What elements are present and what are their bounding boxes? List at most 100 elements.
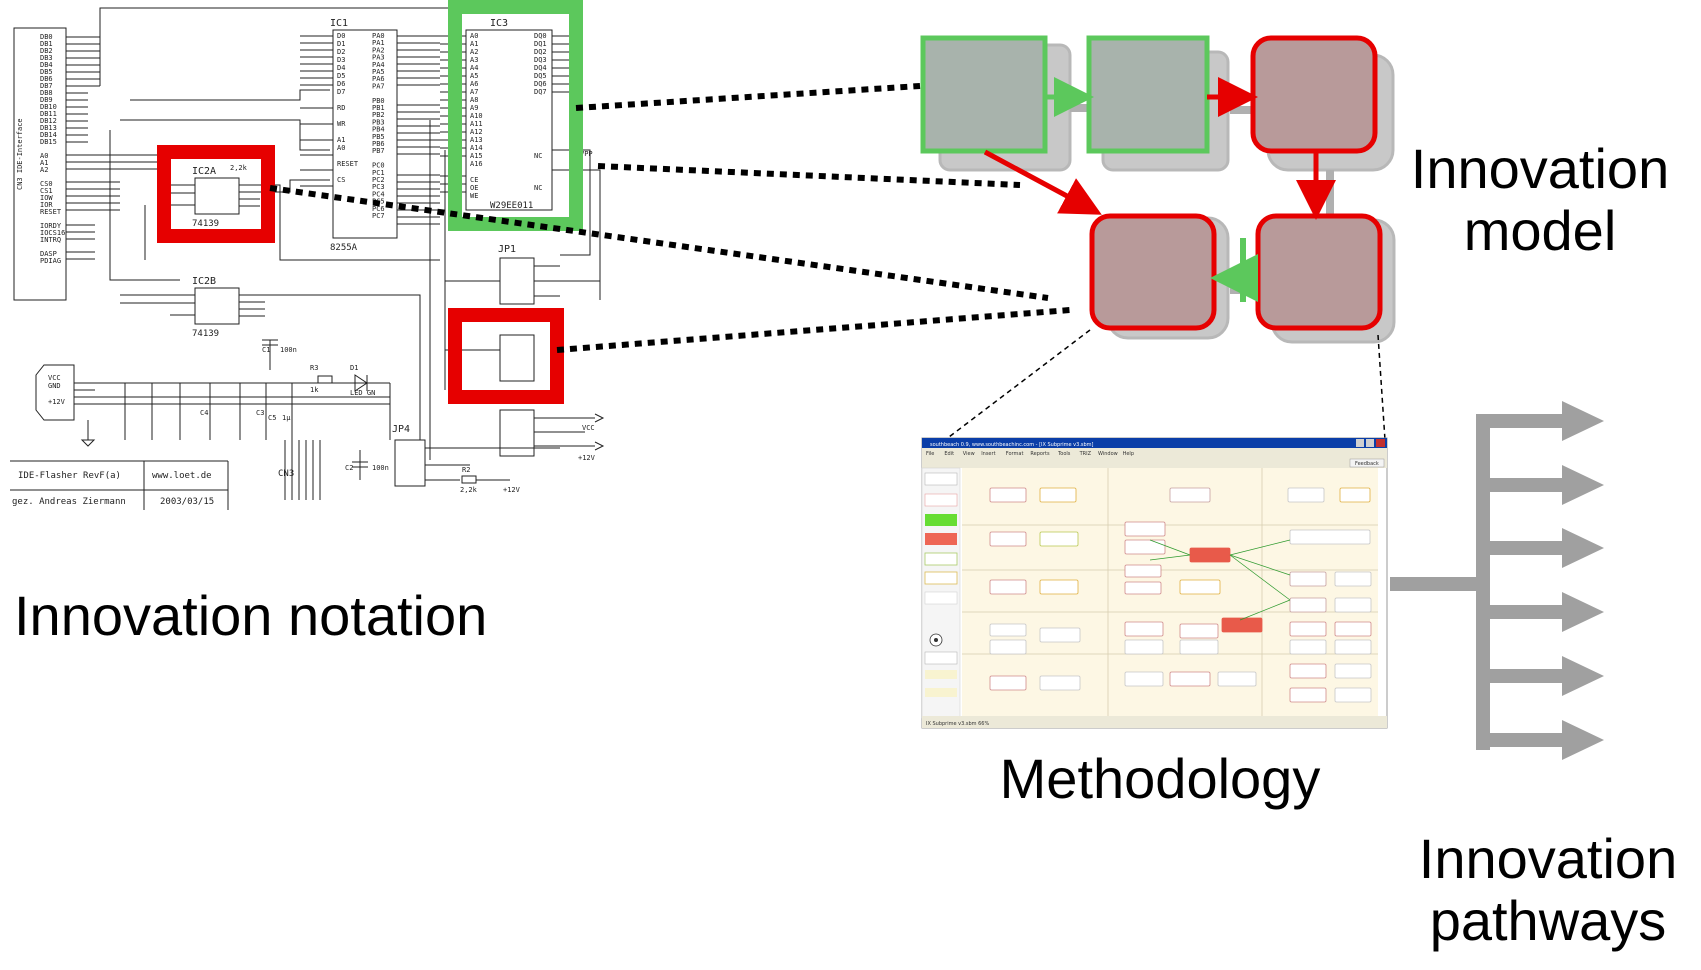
ic3-pin-label-right: DQ2 [534, 48, 547, 56]
vcc-label: VCC [48, 374, 61, 382]
innovation-pathways-line2: pathways [1429, 888, 1667, 952]
canvas-node[interactable] [1124, 521, 1166, 537]
ic1-pin-label-right: PC7 [372, 212, 385, 220]
canvas-node[interactable] [1039, 675, 1081, 691]
ic1-pin-label-left: CS [337, 176, 345, 184]
ic1-pin-lines [300, 35, 440, 225]
cn3-pin-label: DB11 [40, 110, 57, 118]
feedback-button[interactable] [1349, 458, 1385, 468]
c1-label: C1 [262, 346, 270, 354]
canvas-node[interactable] [1289, 687, 1327, 703]
canvas-node[interactable] [989, 531, 1027, 547]
ic2b-part: 74139 [192, 329, 219, 339]
canvas-node[interactable] [989, 579, 1027, 595]
ic1-pin-label-right: PA3 [372, 54, 385, 62]
highlight-jumper [448, 308, 564, 404]
ic1-pin-label-left: D5 [337, 72, 345, 80]
canvas-node[interactable] [1124, 581, 1162, 595]
canvas-node[interactable] [1124, 539, 1166, 555]
ic1-body [332, 29, 398, 239]
canvas-node[interactable] [989, 623, 1027, 637]
jp2-body [499, 334, 535, 382]
menu-item: TRIZ [1079, 451, 1092, 457]
methodology-label: Methodology [999, 747, 1321, 810]
canvas-node[interactable] [1039, 487, 1077, 503]
r3-value: 1k [310, 386, 319, 394]
canvas-node[interactable] [1334, 687, 1372, 703]
close-button[interactable] [1376, 439, 1385, 447]
schematic-text: CN3 IDE-Interface IC1 8255A IC3 W29EE011… [12, 18, 596, 507]
canvas-node[interactable] [1289, 663, 1327, 679]
connector-label: CN3 IDE-Interface [16, 118, 24, 190]
ic3-pin-label-left: A10 [470, 112, 483, 120]
canvas-node[interactable] [1334, 571, 1372, 587]
innovation-model-label: Innovation model [1380, 138, 1700, 261]
maximize-button[interactable] [1366, 439, 1374, 447]
canvas-node[interactable] [1124, 621, 1164, 637]
canvas-node[interactable] [1179, 639, 1219, 655]
ic3-pin-label-right: DQ3 [534, 56, 547, 64]
canvas-node[interactable] [1289, 529, 1371, 545]
innovation-model-line1: Innovation [1410, 137, 1670, 200]
canvas-node[interactable] [1169, 671, 1211, 687]
model-arrow-red-2 [983, 149, 1102, 215]
canvas-node[interactable] [1339, 487, 1371, 503]
canvas-node[interactable] [1189, 547, 1231, 563]
innovation-model [920, 35, 1396, 344]
c2-label: C2 [345, 464, 353, 472]
canvas-node[interactable] [989, 487, 1027, 503]
cn3-pin-label: PDIAG [40, 257, 61, 265]
ic3-label: IC3 [490, 18, 508, 29]
canvas-node[interactable] [1124, 564, 1162, 578]
canvas-node[interactable] [1287, 487, 1325, 503]
ic1-pin-label-right: PA2 [372, 46, 385, 54]
pathway-arrow [1476, 656, 1604, 696]
ic1-pin-label-right: PC3 [372, 183, 385, 191]
methodology-screenshot: southbeach 0.9, www.southbeachinc.com - … [921, 437, 1388, 729]
plus12v-label: +12V [48, 398, 66, 406]
app-status-bar: IX Subprime v3.sbm 66% [926, 721, 989, 727]
canvas-node[interactable] [1334, 597, 1372, 613]
palette-green-swatch[interactable] [925, 514, 957, 526]
canvas-node[interactable] [1179, 623, 1219, 639]
canvas-node[interactable] [1334, 639, 1372, 655]
mapping-line-ic3 [575, 83, 921, 111]
canvas-node[interactable] [1289, 597, 1327, 613]
canvas-node[interactable] [1289, 621, 1327, 637]
canvas-node[interactable] [1334, 663, 1372, 679]
canvas-node[interactable] [1039, 627, 1081, 643]
pathway-arrow [1476, 592, 1604, 632]
ic1-pin-label-left: D4 [337, 64, 345, 72]
ic1-part: 8255A [330, 243, 358, 253]
canvas-node[interactable] [1124, 639, 1164, 655]
canvas-node[interactable] [1334, 621, 1372, 637]
innovation-pathways [1390, 401, 1604, 760]
canvas-node[interactable] [1217, 671, 1257, 687]
canvas-node[interactable] [1221, 617, 1263, 633]
canvas-node[interactable] [1039, 531, 1079, 547]
ic3-pin-label-left: A7 [470, 88, 478, 96]
canvas-node[interactable] [1179, 579, 1221, 595]
title-block-name: IDE-Flasher RevF(a) [18, 471, 121, 481]
cn3-pin-label: DB0 [40, 33, 53, 41]
pathway-spine [1476, 420, 1490, 750]
cn3-pin-label: INTRQ [40, 236, 61, 244]
canvas-node[interactable] [989, 639, 1027, 655]
ic1-label: IC1 [330, 18, 348, 29]
palette-red-swatch[interactable] [925, 533, 957, 545]
menu-item: Window [1098, 451, 1118, 457]
canvas-node[interactable] [1289, 571, 1327, 587]
vcc-out-label: VCC [582, 424, 595, 432]
ic1-pin-label-right: PA1 [372, 39, 385, 47]
cn3-pin-label: DB14 [40, 131, 57, 139]
ic1-pin-label-left: D0 [337, 32, 345, 40]
canvas-node[interactable] [1039, 579, 1079, 595]
minimize-button[interactable] [1356, 439, 1364, 447]
ic1-pin-label-right: PB6 [372, 140, 385, 148]
canvas-node[interactable] [989, 675, 1027, 691]
canvas-node[interactable] [1124, 671, 1164, 687]
ic1-pin-label-left: A1 [337, 136, 345, 144]
canvas-node[interactable] [1289, 639, 1327, 655]
canvas-node[interactable] [1169, 487, 1211, 503]
